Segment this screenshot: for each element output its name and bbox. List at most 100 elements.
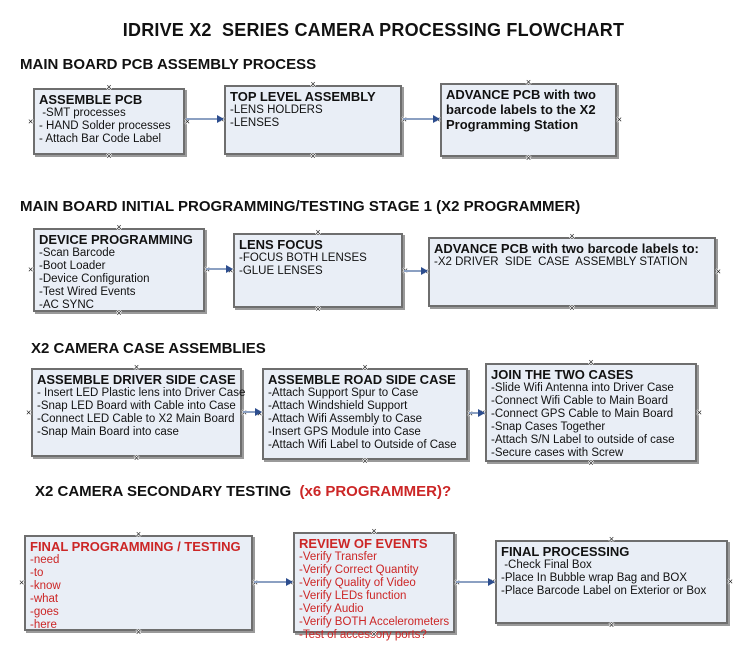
node-title: ADVANCE PCB with two barcode labels to: (434, 241, 699, 256)
section-heading-case-assemblies: X2 CAMERA CASE ASSEMBLIES (31, 340, 266, 357)
connection-point-marker (19, 579, 24, 588)
connection-point-marker (716, 268, 721, 277)
node-line: -know (30, 580, 61, 592)
connection-point-marker (569, 232, 574, 241)
node-line: -Connect Wifi Cable to Main Board (491, 395, 669, 407)
node-line: -Place Barcode Label on Exterior or Box (501, 585, 707, 597)
node-title: ADVANCE PCB with two barcode labels to t… (446, 87, 596, 132)
node-line: -Attach Wifi Label to Outside of Case (268, 439, 457, 451)
connector-arrow (254, 578, 293, 586)
connection-point-marker (588, 358, 593, 367)
connection-point-marker (26, 408, 31, 417)
connector-arrow (469, 409, 485, 417)
node-line: -Verify Correct Quantity (299, 564, 419, 576)
node-final-processing: FINAL PROCESSING -Check Final Box -Place… (495, 540, 728, 624)
connection-point-marker (402, 116, 407, 125)
node-line: -what (30, 593, 59, 605)
node-line: -Verify Audio (299, 603, 364, 615)
node-line: -Connect GPS Cable to Main Board (491, 408, 674, 420)
connection-point-marker (310, 80, 315, 89)
node-lens-focus: LENS FOCUS -FOCUS BOTH LENSES -GLUE LENS… (233, 233, 403, 308)
node-line: -Attach S/N Label to outside of case (491, 434, 675, 446)
node-title: TOP LEVEL ASSEMBLY (230, 89, 376, 104)
node-line: - HAND Solder processes (39, 120, 171, 132)
node-device-programming: DEVICE PROGRAMMING -Scan Barcode -Boot L… (33, 228, 205, 312)
node-line: -to (30, 567, 44, 579)
node-top-level-assembly: TOP LEVEL ASSEMBLY -LENS HOLDERS -LENSES (224, 85, 402, 155)
node-line: -FOCUS BOTH LENSES (239, 252, 367, 264)
node-line: -X2 DRIVER SIDE CASE ASSEMBLY STATION (434, 256, 688, 268)
connection-point-marker (617, 116, 622, 125)
connection-point-marker (28, 117, 33, 126)
node-line: -need (30, 554, 60, 566)
node-line: -Verify Transfer (299, 551, 377, 563)
node-final-programming-testing: FINAL PROGRAMMING / TESTING -need -to -k… (24, 535, 253, 631)
connection-point-marker (106, 152, 111, 161)
node-line: -Scan Barcode (39, 247, 116, 259)
connection-point-marker (468, 410, 473, 419)
connection-point-marker (315, 305, 320, 314)
connection-point-marker (136, 530, 141, 539)
node-line: -LENS HOLDERS (230, 104, 323, 116)
node-line: -Attach Windshield Support (268, 400, 408, 412)
node-line: -Secure cases with Screw (491, 447, 624, 459)
node-review-of-events: REVIEW OF EVENTS -Verify Transfer -Verif… (293, 532, 455, 641)
connection-point-marker (609, 535, 614, 544)
connection-point-marker (588, 459, 593, 468)
page-title: IDRIVE X2 SERIES CAMERA PROCESSING FLOWC… (122, 20, 625, 40)
node-join-the-two-cases: JOIN THE TWO CASES -Slide Wifi Antenna i… (485, 363, 697, 462)
node-line: -Boot Loader (39, 260, 106, 272)
connection-point-marker (106, 83, 111, 92)
connector-arrow (404, 267, 428, 275)
section-heading-pcb-assembly: MAIN BOARD PCB ASSEMBLY PROCESS (20, 56, 317, 73)
connection-point-marker (315, 228, 320, 237)
node-line: -Connect LED Cable to X2 Main Board (37, 413, 235, 425)
node-line: -here (30, 619, 57, 631)
node-line: -Slide Wifi Antenna into Driver Case (491, 382, 674, 394)
section-heading-red-part: (x6 PROGRAMMER)? (299, 483, 452, 500)
node-assemble-road-side-case: ASSEMBLE ROAD SIDE CASE -Attach Support … (262, 368, 468, 460)
connection-point-marker (728, 578, 733, 587)
node-advance-pcb-driver-side-station: ADVANCE PCB with two barcode labels to: … (428, 237, 716, 307)
node-line: -Test Wired Events (39, 286, 136, 298)
connection-point-marker (134, 454, 139, 463)
connector-arrow (243, 408, 262, 416)
node-line: -Check Final Box (501, 559, 592, 571)
node-line: -Verify Quality of Video (299, 577, 416, 589)
node-title: FINAL PROGRAMMING / TESTING (30, 539, 241, 554)
connector-arrow (456, 578, 495, 586)
node-line: -Device Configuration (39, 273, 150, 285)
section-heading-black-part: X2 CAMERA SECONDARY TESTING (35, 483, 300, 500)
node-line: -Test of accessory ports? (299, 629, 427, 641)
connection-point-marker (205, 266, 210, 275)
section-heading-initial-programming: MAIN BOARD INITIAL PROGRAMMING/TESTING S… (20, 198, 581, 215)
node-line: -Place In Bubble wrap Bag and BOX (501, 572, 688, 584)
connection-point-marker (609, 621, 614, 630)
node-line: -AC SYNC (39, 299, 94, 311)
node-title: DEVICE PROGRAMMING (39, 232, 193, 247)
node-title: REVIEW OF EVENTS (299, 536, 428, 551)
node-line: -Snap Main Board into case (37, 426, 179, 438)
connection-point-marker (526, 78, 531, 87)
node-title: ASSEMBLE ROAD SIDE CASE (268, 372, 456, 387)
node-advance-pcb-programming-station: ADVANCE PCB with two barcode labels to t… (440, 83, 617, 157)
connection-point-marker (371, 527, 376, 536)
node-line: -goes (30, 606, 59, 618)
connection-point-marker (697, 408, 702, 417)
connector-arrow (206, 265, 233, 273)
node-line: - Attach Bar Code Label (39, 133, 162, 145)
node-title: ASSEMBLE PCB (39, 92, 143, 107)
node-title: LENS FOCUS (239, 237, 323, 252)
node-line: -SMT processes (39, 107, 126, 119)
connector-arrow (186, 115, 224, 123)
node-assemble-driver-side-case: ASSEMBLE DRIVER SIDE CASE - Insert LED P… (31, 368, 245, 457)
node-line: -Snap Cases Together (491, 421, 606, 433)
connection-point-marker (116, 223, 121, 232)
node-line: -LENSES (230, 117, 280, 129)
connection-point-marker (362, 363, 367, 372)
connection-point-marker (28, 266, 33, 275)
node-line: -Insert GPS Module into Case (268, 426, 421, 438)
node-line: -Attach Support Spur to Case (268, 387, 419, 399)
node-title: ASSEMBLE DRIVER SIDE CASE (37, 372, 236, 387)
